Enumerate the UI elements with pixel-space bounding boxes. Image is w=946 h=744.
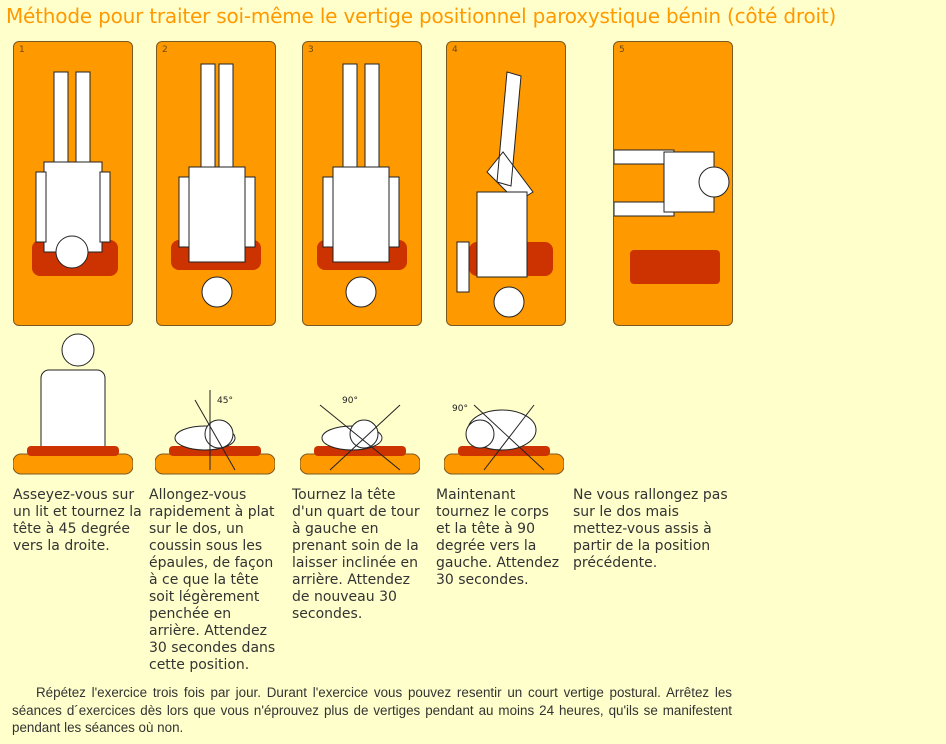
illustration-panel-3: 3 bbox=[302, 41, 422, 326]
side-view-3: 90° bbox=[300, 330, 420, 476]
panel-number: 5 bbox=[619, 45, 625, 55]
panel-number: 3 bbox=[308, 45, 314, 55]
figure-lying-head-right-icon bbox=[32, 71, 118, 276]
seated-figure-icon bbox=[13, 333, 133, 475]
step-1-text: Asseyez-vous sur un lit et tournez la tê… bbox=[13, 487, 142, 554]
side-view-1 bbox=[13, 330, 133, 476]
illustration-panel-2: 2 bbox=[156, 41, 276, 326]
lying-head-turned-icon bbox=[300, 404, 420, 475]
angle-label: 90° bbox=[452, 404, 468, 414]
angle-label: 90° bbox=[342, 396, 358, 406]
side-view-4: 90° bbox=[444, 330, 564, 476]
angle-label: 45° bbox=[217, 396, 233, 406]
illustration-panel-1: 1 bbox=[13, 41, 133, 326]
panel-number: 4 bbox=[452, 45, 458, 55]
figure-sitting-up-icon bbox=[614, 149, 730, 284]
panel-number: 2 bbox=[162, 45, 168, 55]
illustration-panel-5: 5 bbox=[613, 41, 733, 326]
panel-number: 1 bbox=[19, 45, 25, 55]
step-4-text: Maintenant tournez le corps et la tête à… bbox=[436, 487, 560, 588]
lying-figure-icon bbox=[155, 390, 275, 475]
figure-head-left-icon bbox=[317, 63, 407, 308]
instructions-note: Répétez l'exercice trois fois par jour. … bbox=[12, 685, 732, 735]
page-title: Méthode pour traiter soi-même le vertige… bbox=[6, 4, 837, 28]
figure-lying-back-icon bbox=[171, 63, 261, 308]
illustration-panel-4: 4 bbox=[446, 41, 566, 326]
step-3-text: Tournez la tête d'un quart de tour à gau… bbox=[292, 487, 420, 622]
side-view-2: 45° bbox=[155, 330, 275, 476]
figure-turned-side-icon bbox=[456, 71, 553, 318]
step-2-text: Allongez-vous rapidement à plat sur le d… bbox=[149, 487, 276, 673]
step-5-text: Ne vous rallongez pas sur le dos mais me… bbox=[573, 487, 728, 571]
side-lying-figure-icon bbox=[444, 404, 564, 475]
